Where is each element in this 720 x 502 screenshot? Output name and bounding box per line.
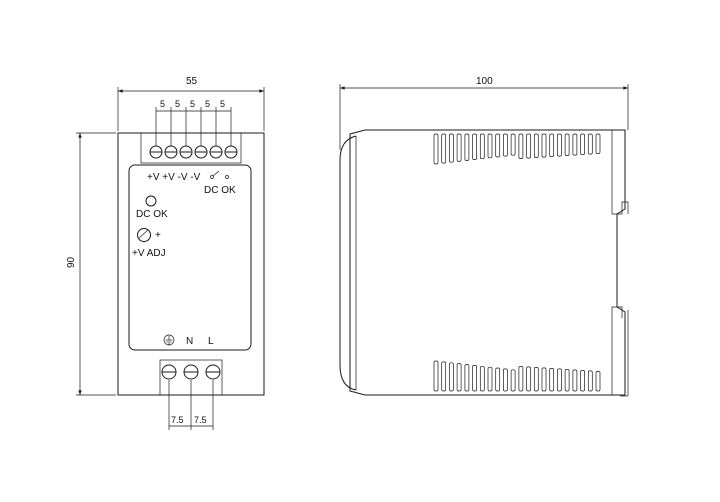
vent-slot <box>456 133 462 162</box>
vent-slot <box>472 365 477 392</box>
depth-dimension-value: 100 <box>476 76 493 87</box>
screw-terminal-icon <box>161 364 177 380</box>
vent-slot <box>587 370 593 392</box>
adjust-plus-sign: + <box>155 230 161 241</box>
vent-slot <box>533 133 539 158</box>
vent-slot <box>587 133 593 155</box>
vent-slot <box>479 133 485 160</box>
vent-slot <box>487 133 493 159</box>
screw-terminal-icon <box>209 145 223 159</box>
vent-slot <box>564 369 570 392</box>
dc-ok-contact-label: DC OK <box>204 185 236 196</box>
vent-slot <box>572 133 578 156</box>
input-pitch-dimensions: 7.5 7.5 <box>168 380 214 430</box>
vent-slot <box>549 368 555 392</box>
front-label-panel <box>128 164 252 351</box>
side-view: 100 <box>339 76 629 397</box>
vent-slot <box>541 133 547 158</box>
din-clip-bottom <box>611 306 623 395</box>
vent-slot <box>487 366 493 392</box>
pitch-value: 7.5 <box>171 415 184 425</box>
vent-slot <box>549 133 555 157</box>
side-front-face <box>339 135 357 391</box>
vent-slot <box>472 133 477 160</box>
voltage-adjust-label: +V ADJ <box>132 248 166 259</box>
dc-ok-led-label: DC OK <box>136 209 168 220</box>
vent-slot <box>456 363 462 392</box>
vent-slot <box>441 361 447 392</box>
vent-slot <box>564 133 570 156</box>
vent-slot <box>518 133 524 159</box>
pitch-value: 5 <box>160 99 165 109</box>
vent-slot <box>557 368 562 392</box>
vent-slot <box>580 370 585 392</box>
vent-slot <box>526 133 531 159</box>
ground-symbol-icon <box>163 334 175 346</box>
vent-slot <box>510 369 516 392</box>
vent-slot <box>449 133 454 163</box>
output-terminal-labels: +V +V -V -V <box>147 172 201 183</box>
vent-slot <box>518 366 524 392</box>
front-view: +V +V -V -V DC OK DC OK + +V ADJ N L <box>66 76 265 430</box>
vent-slot <box>557 133 562 157</box>
screw-terminal-icon <box>224 145 238 159</box>
vent-slot <box>464 133 470 161</box>
pitch-value: 5 <box>220 99 225 109</box>
vent-slot <box>495 133 501 158</box>
vent-slot <box>464 364 470 392</box>
vent-slot <box>580 133 585 155</box>
vent-slot <box>503 133 508 157</box>
pitch-value: 5 <box>205 99 210 109</box>
screw-terminal-icon <box>164 145 178 159</box>
pitch-value: 7.5 <box>194 415 207 425</box>
vent-slots-top <box>433 133 601 165</box>
dc-ok-led-icon <box>145 195 157 207</box>
vent-slot <box>441 133 447 164</box>
screw-terminal-icon <box>149 145 163 159</box>
side-housing-outline <box>349 129 626 396</box>
vent-slot <box>479 365 485 392</box>
output-terminal-block <box>140 132 242 164</box>
vent-slot <box>526 366 531 392</box>
height-dimension-value: 90 <box>66 256 77 268</box>
width-dimension-value: 55 <box>186 76 198 87</box>
terminal-pitch-dimensions: 5 5 5 5 5 <box>155 99 232 146</box>
vent-slot <box>533 367 539 392</box>
voltage-adjust-potentiometer-icon <box>137 228 151 242</box>
pitch-value: 5 <box>190 99 195 109</box>
vent-slots-bottom <box>433 360 601 392</box>
pitch-value: 5 <box>175 99 180 109</box>
vent-slot <box>510 133 516 156</box>
vent-slot <box>503 368 508 392</box>
screw-terminal-icon <box>183 364 199 380</box>
height-dimension: 90 <box>66 132 116 396</box>
width-dimension: 55 <box>117 76 265 131</box>
vent-slot <box>495 367 501 392</box>
screw-terminal-icon <box>205 364 221 380</box>
vent-slot <box>433 360 439 392</box>
input-screw-terminals <box>161 364 221 380</box>
vent-slot <box>433 133 439 165</box>
vent-slot <box>595 371 601 392</box>
screw-terminal-icon <box>179 145 193 159</box>
screw-terminal-icon <box>194 145 208 159</box>
neutral-input-label: N <box>186 336 193 347</box>
depth-dimension: 100 <box>339 76 629 150</box>
din-clip-top <box>611 130 629 215</box>
line-input-label: L <box>208 336 214 347</box>
output-screw-terminals <box>149 145 238 159</box>
vent-slot <box>541 367 547 392</box>
vent-slot <box>595 133 601 154</box>
relay-contact-icon <box>210 170 229 179</box>
vent-slot <box>449 362 454 392</box>
vent-slot <box>572 369 578 392</box>
